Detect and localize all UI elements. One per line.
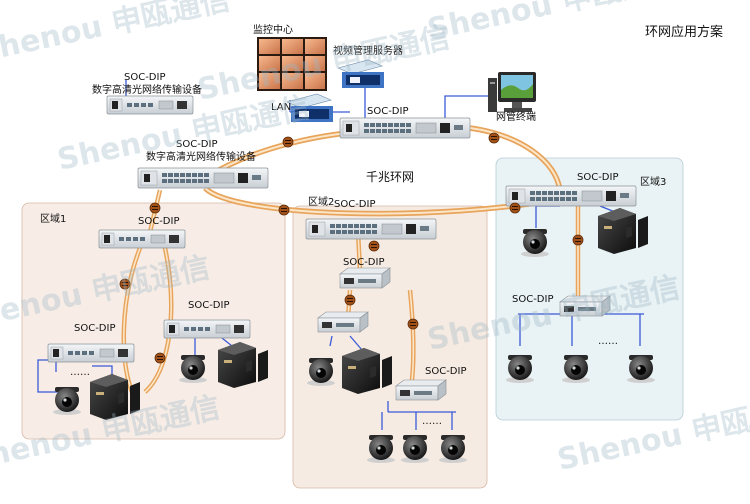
region2-lower-device-model: SOC-DIP	[425, 366, 467, 377]
region-2-label: 区域2	[308, 195, 334, 208]
region3-camera-2-icon	[562, 355, 590, 383]
region2-camera-2-icon	[401, 435, 429, 463]
region2-camera-3-icon	[439, 435, 467, 463]
region-3-panel	[495, 157, 684, 421]
pc-icon	[488, 72, 536, 112]
region2-upper-device-model: SOC-DIP	[343, 257, 385, 268]
region1-left-device-model: SOC-DIP	[74, 323, 116, 334]
region3-ellipsis: ……	[598, 336, 618, 347]
top-left-device-model: SOC-DIP	[124, 72, 166, 83]
region-3-label: 区域3	[640, 175, 666, 188]
ring-left-device-desc: 数字高清光网络传输设备	[146, 150, 256, 163]
ring-left-switch-icon	[137, 167, 269, 189]
region1-camera-icon	[53, 387, 81, 415]
nms-terminal-label: 网管终端	[496, 110, 536, 123]
region3-camera-icon	[521, 229, 549, 257]
video-server-label: 视频管理服务器	[333, 44, 403, 57]
ring-right-switch-icon	[505, 185, 637, 207]
ring-right-device-model: SOC-DIP	[577, 172, 619, 183]
core-switch-icon	[339, 117, 471, 139]
watermark-text-3: Shenou 申瓯通信	[194, 20, 453, 108]
monitor-wall-icon	[257, 37, 327, 91]
region3-lower-device-model: SOC-DIP	[512, 294, 554, 305]
region1-upper-device-model: SOC-DIP	[138, 216, 180, 227]
region2-left-camera-icon	[307, 358, 335, 386]
monitor-center-label: 监控中心	[253, 23, 293, 36]
region3-camera-1-icon	[506, 355, 534, 383]
lan-label: LAN	[271, 102, 291, 113]
ring-left-device-model: SOC-DIP	[176, 139, 218, 150]
region2-camera-1-icon	[367, 435, 395, 463]
watermark-text-1: Shenou 申瓯通信	[0, 0, 233, 70]
region1-upper-switch-icon	[98, 229, 186, 249]
region1-right-camera-icon	[179, 355, 207, 383]
region2-lower-switch-icon	[395, 379, 447, 401]
region1-right-switch-icon	[163, 319, 251, 339]
region2-ring-device-model: SOC-DIP	[334, 199, 376, 210]
watermark-text-4: Shenou 申瓯通信	[424, 0, 683, 48]
region3-camera-3-icon	[627, 355, 655, 383]
top-left-device-desc: 数字高清光网络传输设备	[92, 83, 202, 96]
title: 环网应用方案	[645, 24, 723, 40]
region-1-label: 区域1	[40, 212, 66, 225]
region1-left-switch-icon	[47, 343, 135, 363]
region2-left-switch-icon	[317, 311, 369, 333]
top-left-switch-icon	[106, 95, 194, 115]
region2-ellipsis: ……	[422, 416, 442, 427]
core-device-model: SOC-DIP	[367, 106, 409, 117]
region1-right-device-model: SOC-DIP	[188, 300, 230, 311]
ring-label: 千兆环网	[366, 170, 414, 184]
region2-ring-switch-icon	[305, 218, 437, 240]
region1-ellipsis: ……	[70, 367, 90, 378]
region2-upper-switch-icon	[339, 267, 391, 289]
